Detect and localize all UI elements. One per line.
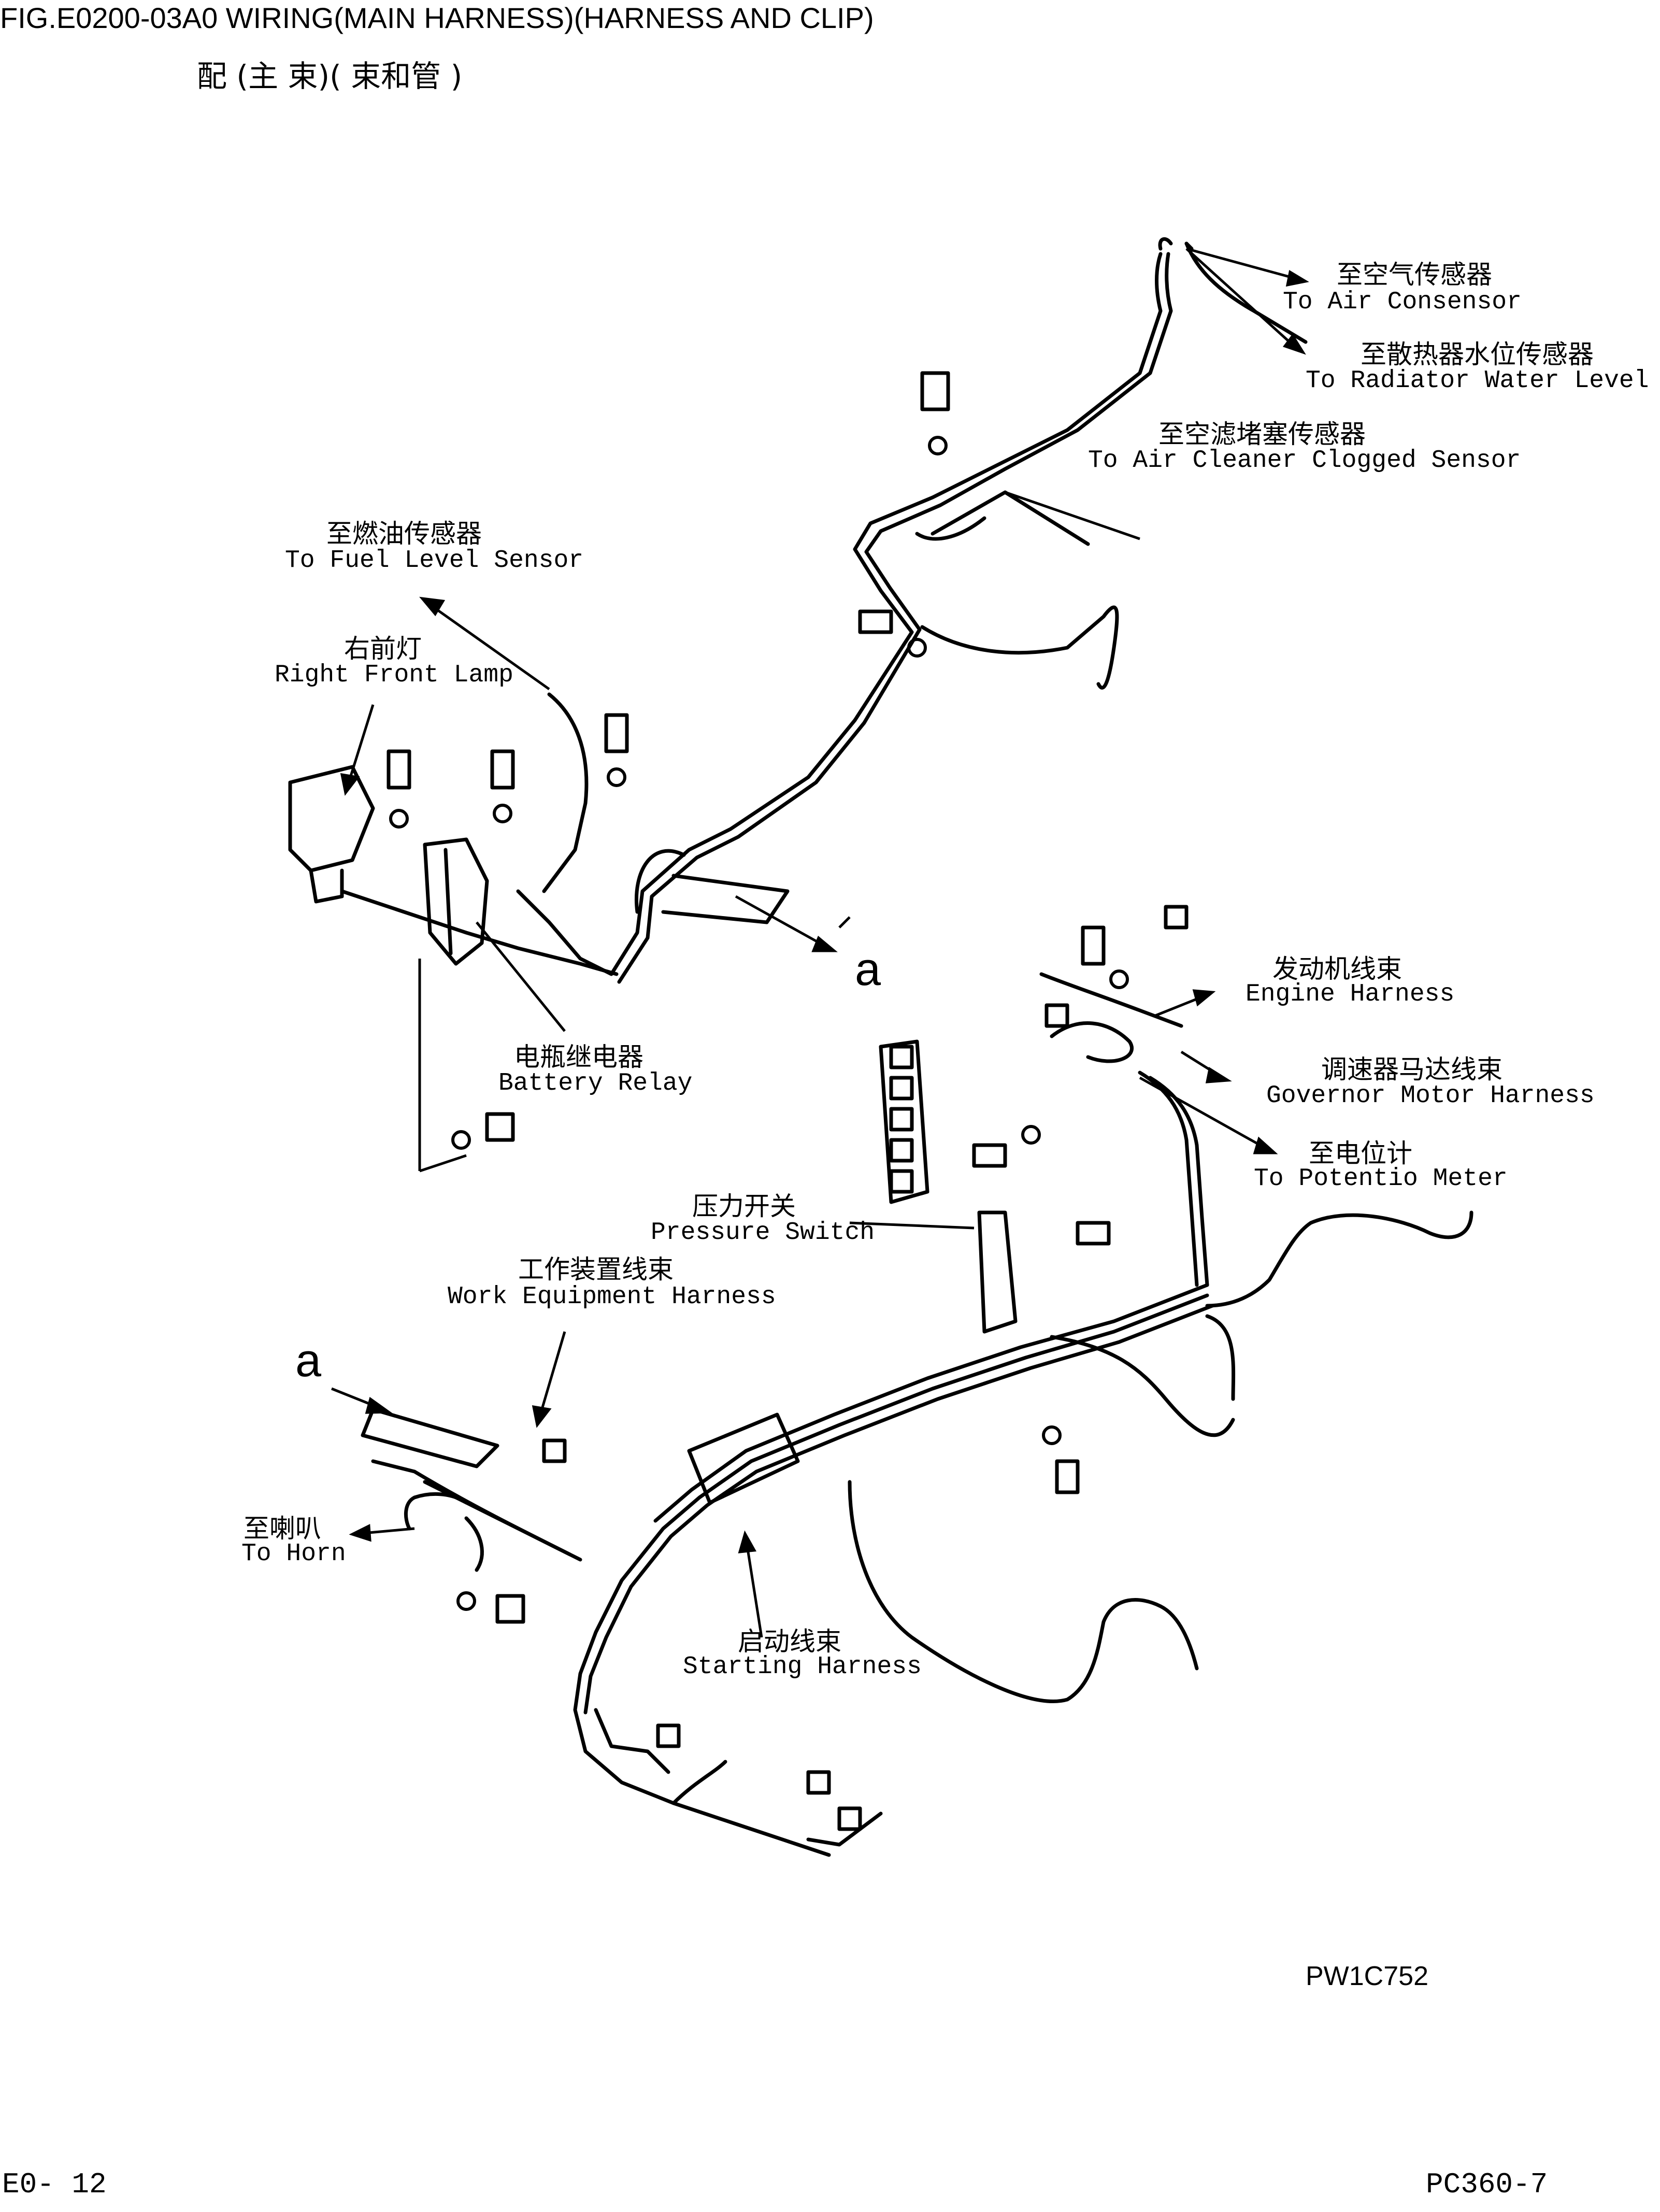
- label-pressure-cn: 压力开关: [692, 1191, 796, 1221]
- label-lamp-cn: 右前灯: [344, 634, 422, 664]
- figure-title-cn: 配 (主 束)( 束和管 ): [197, 59, 463, 94]
- label-lamp-en: Right Front Lamp: [275, 661, 513, 689]
- model-number: PC360-7: [1426, 2168, 1548, 2201]
- label-horn-cn: 至喇叭: [244, 1514, 321, 1544]
- label-engine-en: Engine Harness: [1246, 980, 1455, 1008]
- label-governor-cn: 调速器马达线束: [1321, 1054, 1502, 1084]
- label-work-en: Work Equipment Harness: [448, 1283, 776, 1311]
- drawing-number: PW1C752: [1306, 1961, 1428, 1991]
- label-fuel-cn: 至燃油传感器: [326, 519, 482, 549]
- label-potentio-en: To Potentio Meter: [1254, 1165, 1508, 1193]
- ref-a-right: a: [855, 944, 881, 995]
- label-governor-en: Governor Motor Harness: [1266, 1082, 1595, 1110]
- label-pressure-en: Pressure Switch: [651, 1219, 875, 1247]
- ref-a-left: a: [295, 1335, 322, 1387]
- page-number: E0- 12: [2, 2168, 107, 2201]
- label-air-cleaner-en: To Air Cleaner Clogged Sensor: [1088, 447, 1521, 475]
- label-air-cleaner-cn: 至空滤堵塞传感器: [1158, 419, 1366, 449]
- label-work-cn: 工作装置线束: [518, 1254, 674, 1285]
- label-engine-cn: 发动机线束: [1272, 954, 1402, 984]
- label-relay-en: Battery Relay: [498, 1069, 693, 1097]
- label-radiator-cn: 至散热器水位传感器: [1361, 339, 1594, 369]
- label-air-consensor-cn: 至空气传感器: [1337, 260, 1492, 290]
- label-starting-cn: 启动线束: [738, 1626, 841, 1657]
- figure-title: FIG.E0200-03A0 WIRING(MAIN HARNESS)(HARN…: [0, 2, 874, 34]
- label-horn-en: To Horn: [241, 1540, 346, 1568]
- label-starting-en: Starting Harness: [683, 1653, 922, 1681]
- label-potentio-cn: 至电位计: [1309, 1138, 1412, 1168]
- label-air-consensor-en: To Air Consensor: [1283, 288, 1522, 316]
- label-fuel-en: To Fuel Level Sensor: [285, 547, 584, 575]
- label-relay-cn: 电瓶继电器: [514, 1042, 643, 1072]
- label-radiator-en: To Radiator Water Level Sen: [1306, 367, 1660, 395]
